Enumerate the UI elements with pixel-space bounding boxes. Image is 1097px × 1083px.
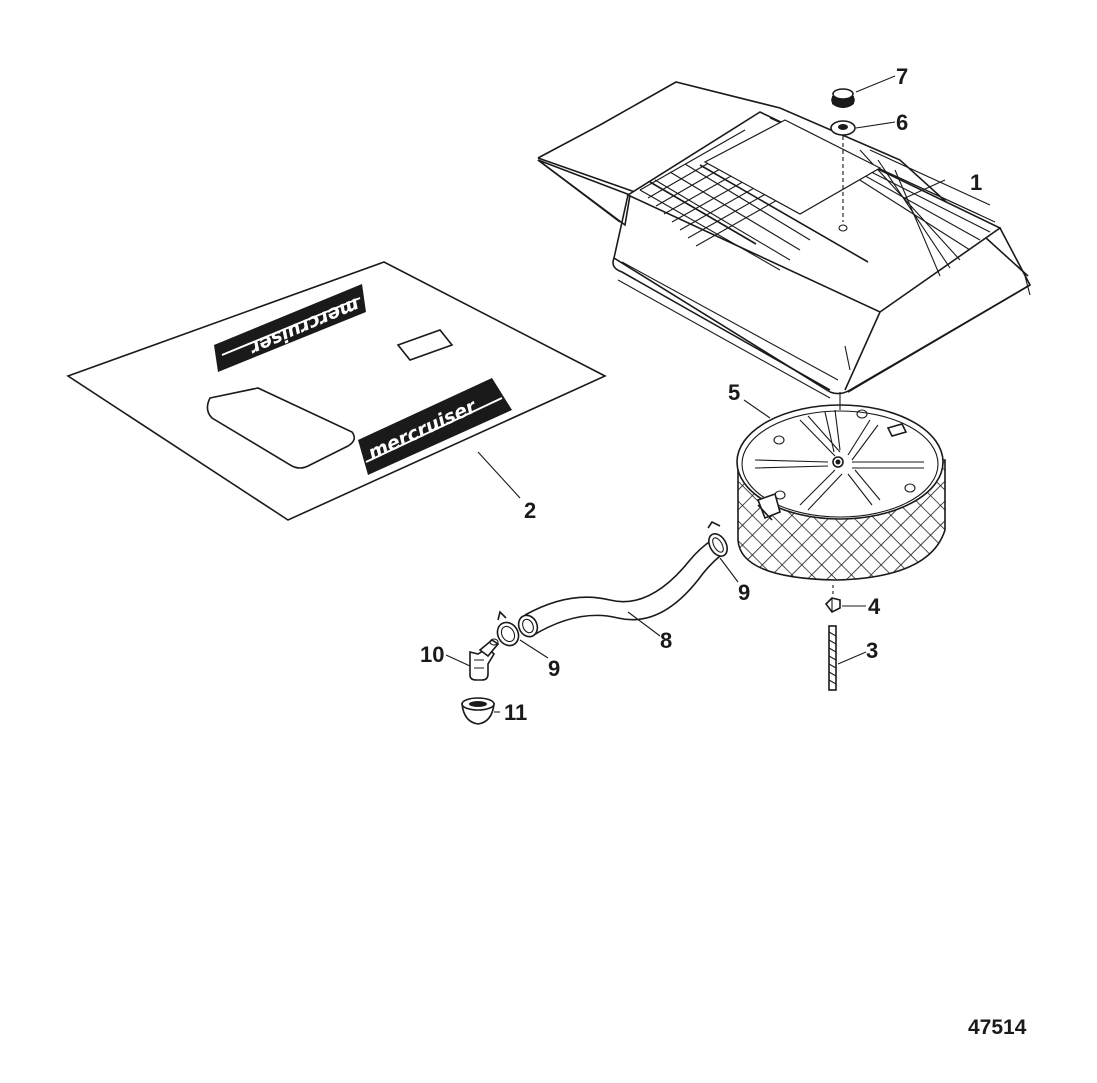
cover-washer bbox=[830, 120, 856, 136]
callout-2: 2 bbox=[524, 498, 536, 523]
callout-5: 5 bbox=[728, 380, 740, 405]
arrestor-nut bbox=[824, 597, 841, 614]
elbow-fitting bbox=[469, 638, 500, 681]
callout-4: 4 bbox=[868, 594, 881, 619]
callout-7: 7 bbox=[896, 64, 908, 89]
callout-8: 8 bbox=[660, 628, 672, 653]
callout-1: 1 bbox=[970, 170, 982, 195]
callout-3: 3 bbox=[866, 638, 878, 663]
cover-ribs-left bbox=[639, 129, 869, 271]
hose-clamp-upper bbox=[707, 520, 728, 557]
figure-number: 47514 bbox=[968, 1016, 1027, 1039]
hose-clamp-lower bbox=[496, 610, 520, 647]
callout-9-upper: 9 bbox=[738, 580, 750, 605]
callout-6: 6 bbox=[896, 110, 908, 135]
flame-arrestor bbox=[736, 392, 946, 581]
callout-11: 11 bbox=[504, 700, 527, 725]
vent-hose bbox=[517, 539, 721, 638]
vacuum-cap bbox=[461, 697, 495, 725]
leader-lines bbox=[445, 75, 946, 713]
cover-nut bbox=[831, 88, 855, 108]
decal-sheet: mercruiser mercruiser bbox=[66, 261, 607, 521]
mounting-stud bbox=[828, 625, 837, 691]
callout-10: 10 bbox=[420, 642, 444, 667]
callout-9-lower: 9 bbox=[548, 656, 560, 681]
flame-arrestor-cover bbox=[537, 81, 1032, 399]
